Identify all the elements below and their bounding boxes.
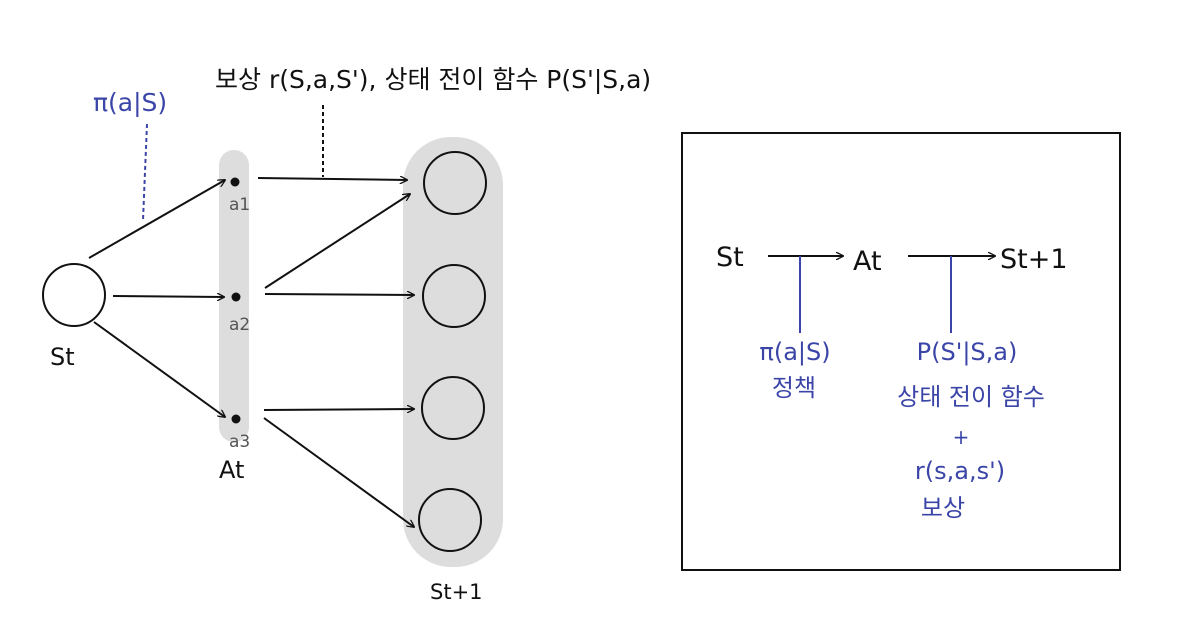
action-dot-a2 — [231, 292, 241, 302]
reward-formula: r(s,a,s') — [915, 457, 1005, 485]
arrow-a3-s3 — [263, 409, 414, 410]
policy-dashed-line — [142, 123, 148, 221]
action-dot-a1 — [230, 177, 240, 187]
summary-state: St — [716, 242, 744, 273]
plus-sign: + — [953, 425, 970, 449]
next-state-band — [403, 137, 503, 567]
next-state-node-1 — [423, 151, 487, 215]
next-state-node-4 — [418, 488, 482, 552]
action-label-a3: a3 — [229, 432, 250, 452]
policy-label: π(a|S) — [93, 88, 167, 117]
action-label-a1: a1 — [229, 195, 250, 215]
summary-box — [681, 132, 1121, 571]
summary-next-state: St+1 — [1000, 244, 1068, 275]
next-state-node-3 — [421, 376, 485, 440]
transition-caption: 상태 전이 함수 — [897, 383, 1045, 411]
state-node — [42, 263, 106, 327]
summary-action: At — [853, 246, 882, 277]
policy-caption: 정책 — [772, 374, 816, 402]
arrow-a3-s4 — [263, 417, 414, 527]
arrow-state-a2 — [112, 296, 224, 297]
arrow-a2-s1 — [264, 194, 410, 289]
next-state-label: St+1 — [430, 580, 483, 604]
arrow-a2-s2 — [264, 294, 414, 295]
arrow-state-a1 — [88, 180, 225, 259]
arrow-state-a3 — [93, 321, 225, 417]
next-state-node-2 — [422, 264, 486, 328]
reward-caption: 보상 — [921, 494, 965, 522]
action-dot-a3 — [231, 414, 241, 424]
action-label-a2: a2 — [229, 315, 250, 335]
transition-formula: P(S'|S,a) — [917, 338, 1018, 366]
top-label: 보상 r(S,a,S'), 상태 전이 함수 P(S'|S,a) — [215, 65, 651, 94]
action-set-label: At — [219, 456, 244, 484]
policy-formula: π(a|S) — [759, 338, 830, 366]
arrow-a1-s1 — [257, 178, 407, 180]
state-label: St — [50, 343, 75, 371]
